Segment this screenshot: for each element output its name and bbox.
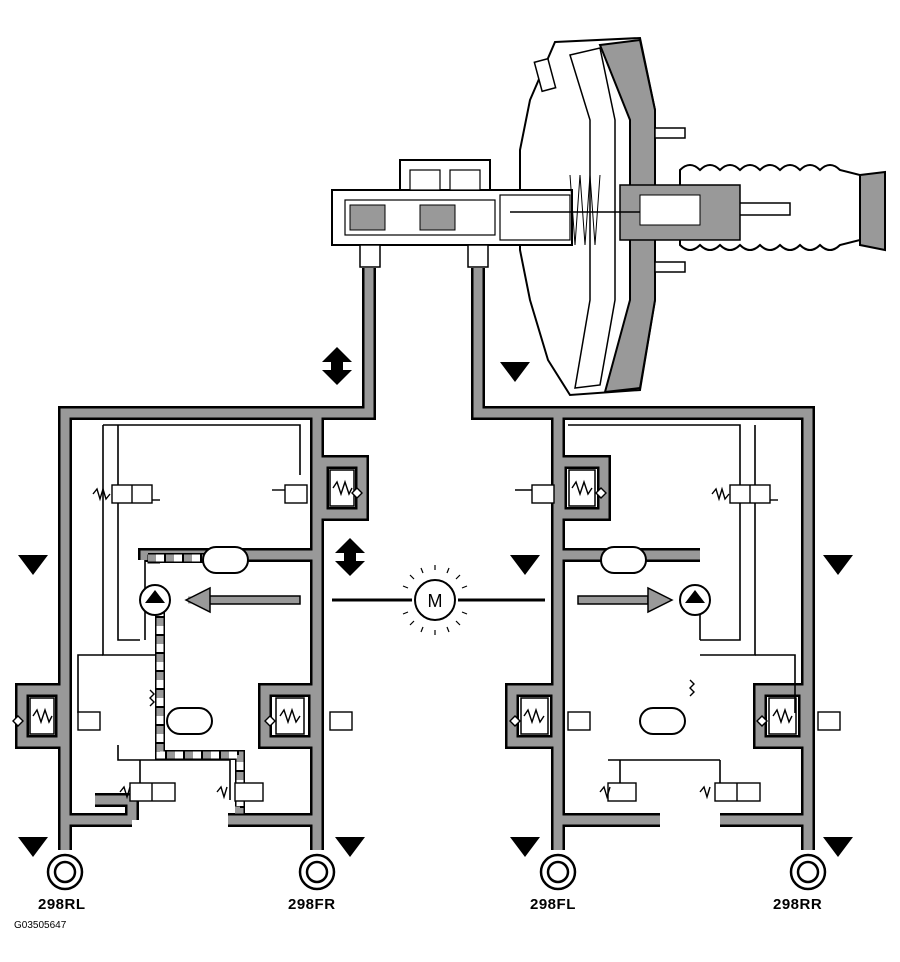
figure-code: G03505647 xyxy=(14,920,67,931)
flow-arrows xyxy=(18,347,853,857)
flow-arrow-bidirectional-top xyxy=(322,347,352,385)
wheel-label-fr: 298FR xyxy=(288,896,336,913)
return-lines xyxy=(77,424,796,800)
wheel-fitting-rr xyxy=(789,853,827,891)
wheel-fitting-fl xyxy=(539,853,577,891)
flow-arrow-down-rr xyxy=(823,837,853,857)
hydraulic-lines xyxy=(15,268,815,850)
flow-arrow-down-fl xyxy=(510,837,540,857)
accumulator-left xyxy=(166,707,213,735)
inlet-valve-fl xyxy=(515,484,555,504)
wheel-label-rl: 298RL xyxy=(38,896,86,913)
wheel-label-fl: 298FL xyxy=(530,896,576,913)
inlet-valve-rr xyxy=(711,484,778,504)
flow-arrow-down-top xyxy=(500,362,530,382)
flow-arrow-down-right-mid xyxy=(510,555,540,575)
motor-drive xyxy=(184,586,674,614)
accumulator-right xyxy=(639,707,686,735)
damping-chamber-left xyxy=(202,546,249,574)
accumulators xyxy=(166,546,686,735)
brake-booster-master-cylinder xyxy=(331,36,886,397)
motor-label: M xyxy=(428,591,443,611)
flow-arrow-down-fr xyxy=(335,837,365,857)
wheel-fittings xyxy=(46,853,827,891)
wheel-fitting-fr xyxy=(298,853,336,891)
inlet-valve-fr xyxy=(272,484,308,504)
pump-motor: M xyxy=(400,565,470,635)
flow-arrow-down-rl xyxy=(18,837,48,857)
flow-arrow-bidirectional-mid xyxy=(335,538,365,576)
damping-chamber-right xyxy=(600,546,647,574)
wheel-label-rr: 298RR xyxy=(773,896,823,913)
pumps xyxy=(139,584,711,616)
wheel-fitting-rl xyxy=(46,853,84,891)
solenoid-valves xyxy=(12,479,841,802)
inlet-valve-rl xyxy=(92,484,160,504)
flow-arrow-down-far-right xyxy=(823,555,853,575)
flow-arrow-down-left xyxy=(18,555,48,575)
